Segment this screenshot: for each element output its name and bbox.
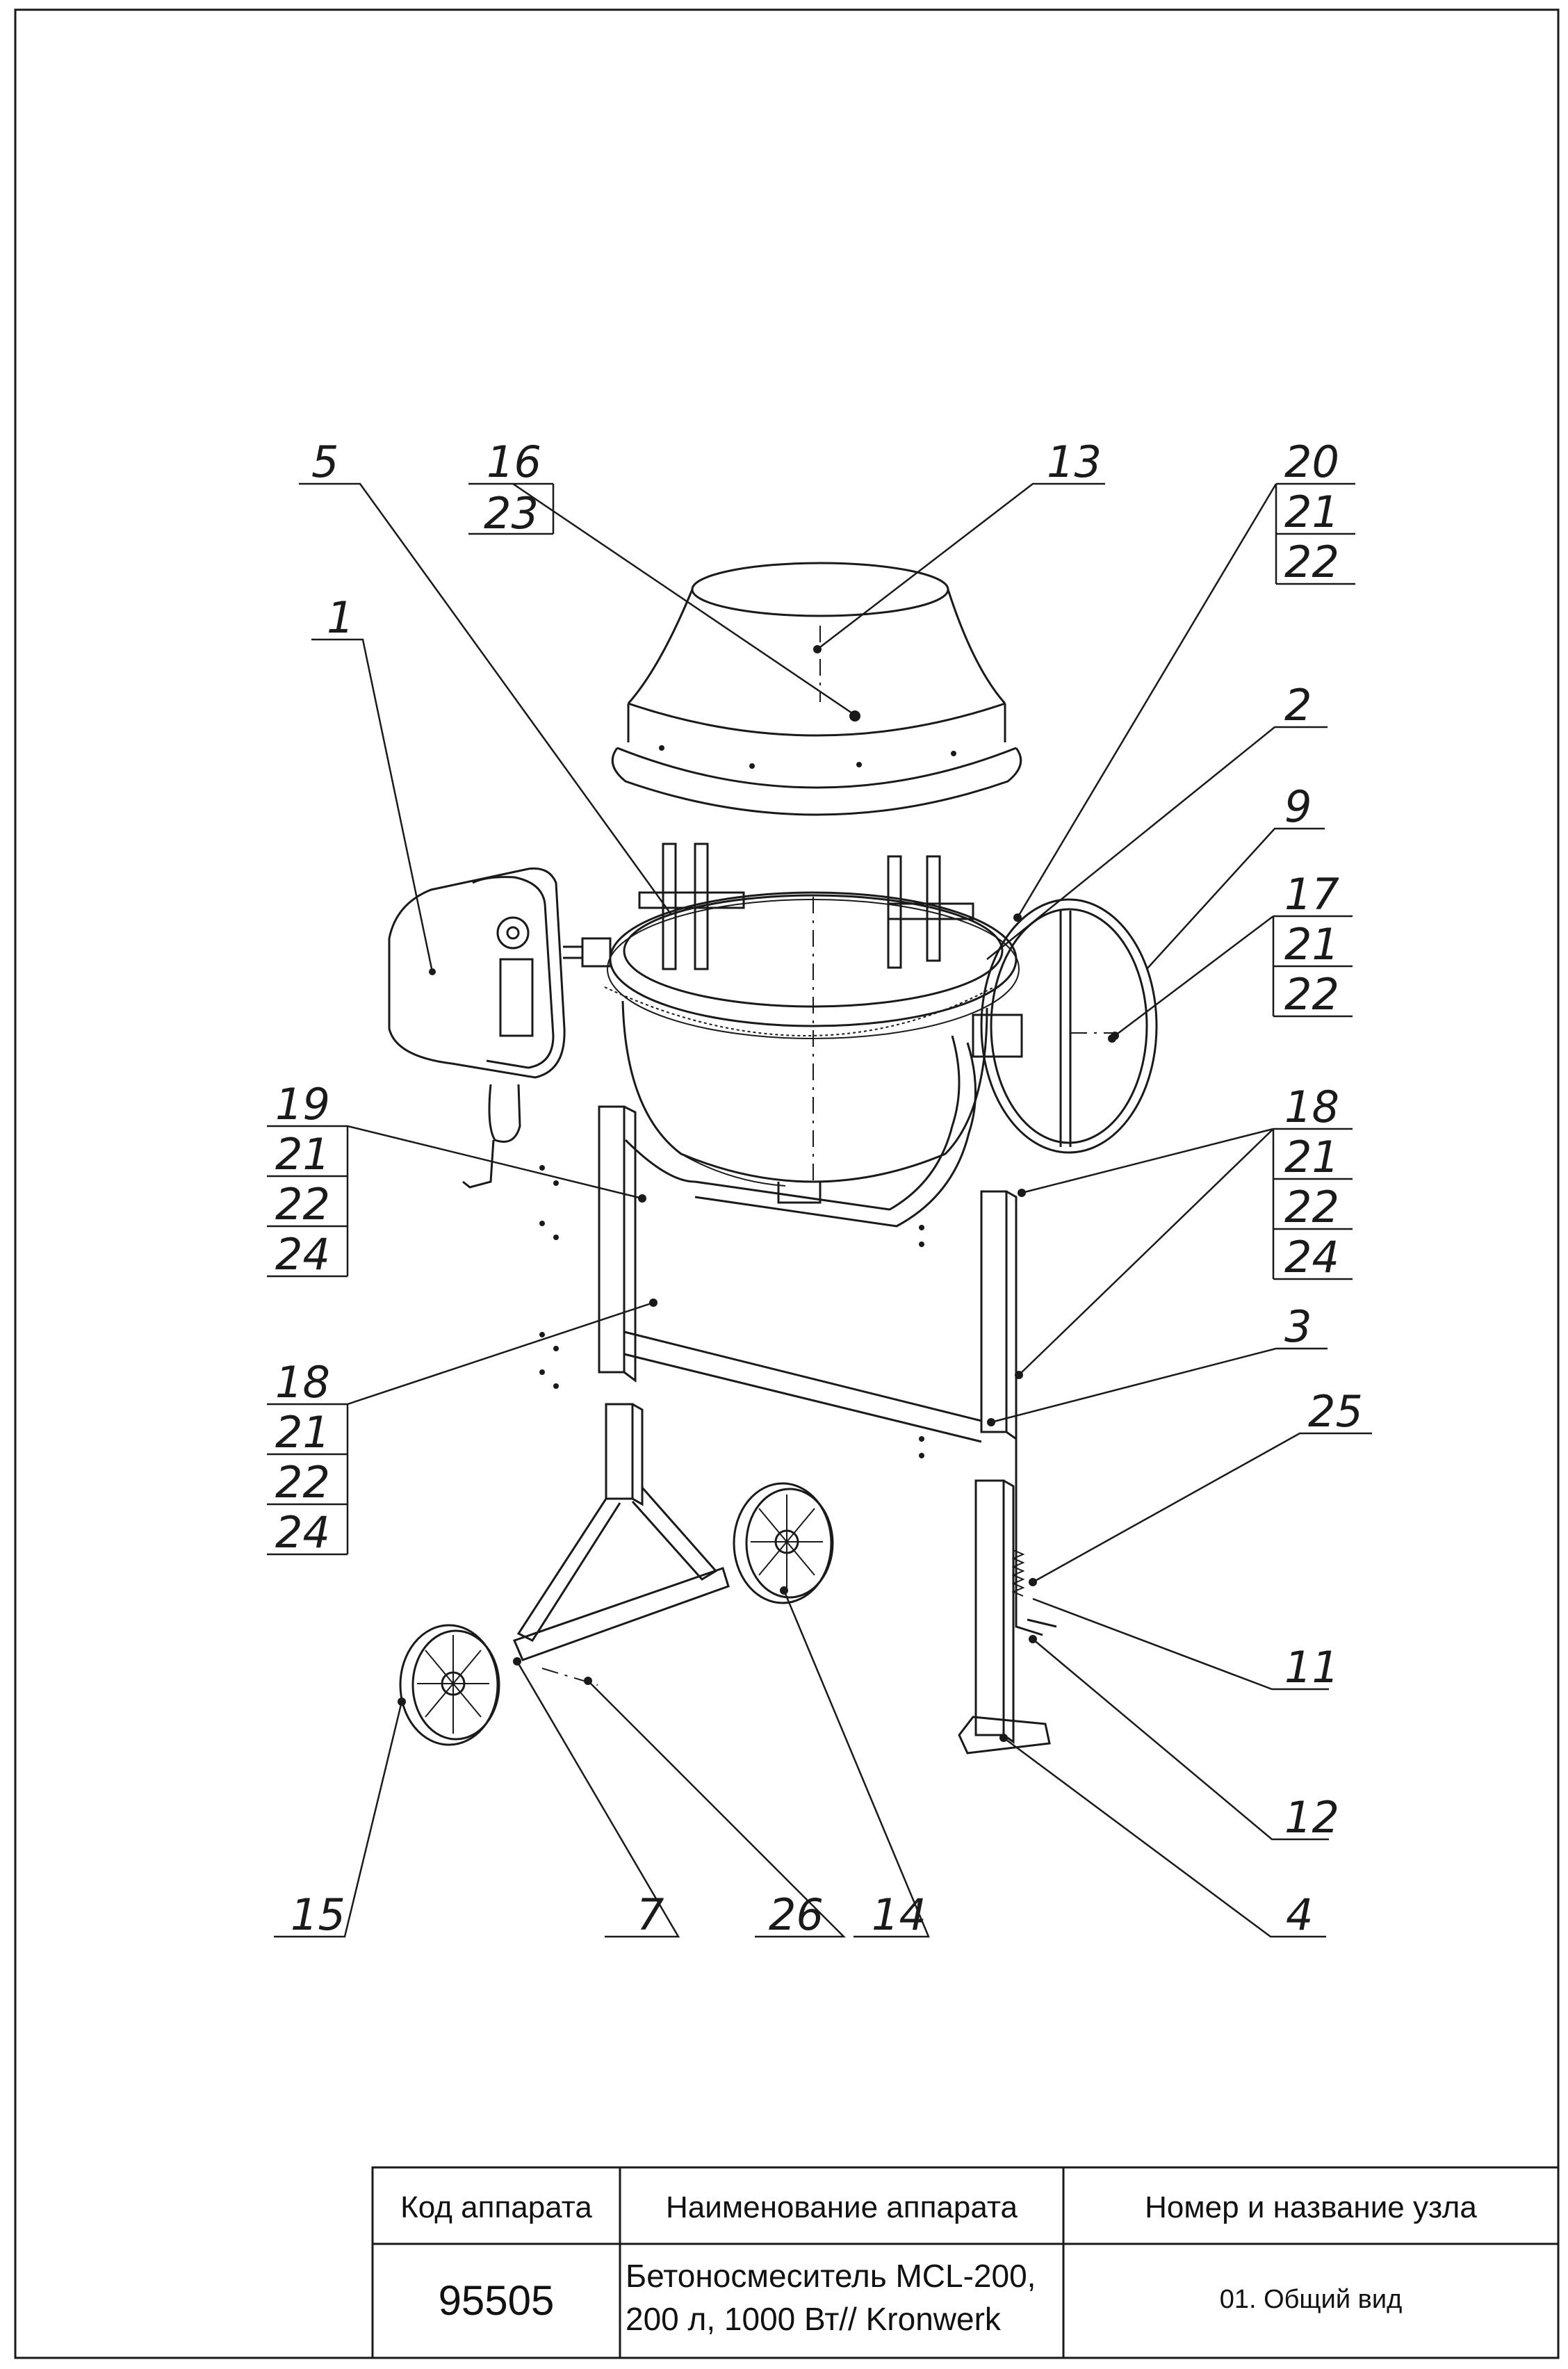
callout-21d: 21 (1284, 1132, 1339, 1182)
title-block: Код аппарата Наименование аппарата Номер… (371, 2166, 1560, 2359)
callout-18b: 18 (275, 1357, 330, 1408)
callout-25: 25 (1308, 1386, 1363, 1437)
callout-18a: 18 (1284, 1082, 1339, 1132)
callout-11: 11 (1284, 1642, 1339, 1693)
hardware-dots (398, 913, 1116, 1742)
assembly-name: 01. Общий вид (1220, 2285, 1403, 2314)
callout-16: 16 (487, 437, 541, 487)
callout-22c: 22 (275, 1179, 330, 1230)
header-name: Наименование аппарата (666, 2190, 1018, 2224)
callout-9: 9 (1284, 781, 1312, 832)
callout-22e: 22 (275, 1457, 330, 1508)
frame-legs (598, 1105, 1057, 1755)
callout-17: 17 (1284, 869, 1339, 920)
callout-12: 12 (1284, 1792, 1339, 1843)
callout-21c: 21 (275, 1129, 330, 1180)
callout-21e: 21 (275, 1407, 330, 1458)
callout-22b: 22 (1284, 969, 1339, 1020)
motor-housing (388, 867, 566, 1189)
header-assembly: Номер и название узла (1145, 2190, 1477, 2224)
callout-5: 5 (311, 437, 338, 487)
callout-24d: 24 (1284, 1232, 1339, 1283)
wheel-assembly (399, 1403, 834, 1746)
callout-14: 14 (872, 1889, 926, 1940)
apparatus-name-line2: 200 л, 1000 Вт// Kronwerk (626, 2301, 1002, 2337)
callout-20: 20 (1284, 437, 1339, 487)
apparatus-code: 95505 (439, 2277, 555, 2324)
leader-lines (267, 482, 1372, 1938)
drum-body (563, 842, 1020, 1228)
callout-19: 19 (275, 1079, 330, 1130)
callout-21: 21 (1284, 487, 1339, 537)
callout-7: 7 (637, 1889, 664, 1940)
header-code: Код аппарата (400, 2190, 592, 2224)
callout-13: 13 (1047, 437, 1102, 487)
callout-labels: 5 16 23 13 20 21 22 1 2 9 17 21 22 19 21… (275, 437, 1363, 1940)
callout-2: 2 (1284, 680, 1312, 731)
callout-4: 4 (1286, 1889, 1313, 1940)
callout-26: 26 (769, 1889, 824, 1940)
callout-23: 23 (484, 488, 539, 539)
callout-22d: 22 (1284, 1182, 1339, 1232)
exploded-view: 5 16 23 13 20 21 22 1 2 9 17 21 22 19 21… (267, 437, 1372, 1940)
callout-24e: 24 (275, 1507, 330, 1558)
callout-3: 3 (1284, 1301, 1312, 1352)
callout-15: 15 (291, 1889, 345, 1940)
callout-1: 1 (327, 592, 354, 643)
title-block-frame (371, 2166, 1560, 2359)
callout-24c: 24 (275, 1229, 330, 1280)
apparatus-name-line1: Бетоносмеситель MCL-200, (626, 2258, 1036, 2294)
callout-21b: 21 (1284, 919, 1339, 970)
callout-22: 22 (1284, 537, 1339, 587)
